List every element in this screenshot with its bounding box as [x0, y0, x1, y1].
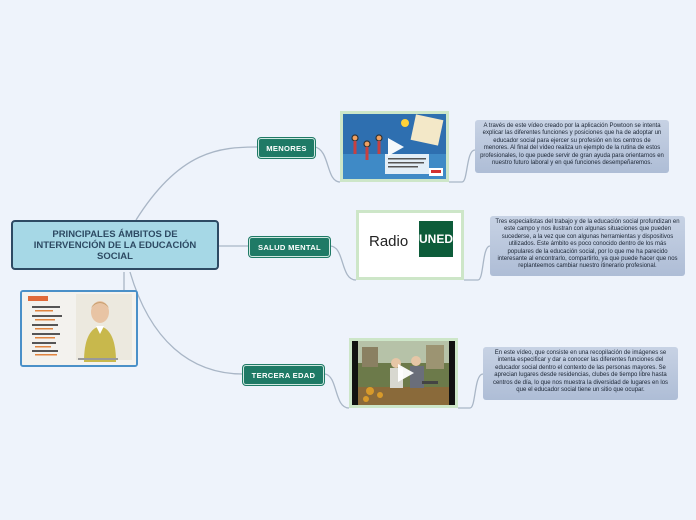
note-menores-text: A través de este vídeo creado por la apl… [480, 123, 664, 167]
connector-menores-video [314, 146, 341, 183]
branch-menores[interactable]: MENORES [258, 138, 315, 158]
connector-menores-note [449, 149, 476, 183]
uned-label: UNED [419, 232, 454, 246]
branch-salud-mental-label: SALUD MENTAL [258, 242, 321, 252]
video-salud-mental[interactable]: Radio UNED [356, 210, 464, 280]
branch-menores-label: MENORES [266, 143, 307, 153]
branch-tercera-edad[interactable]: TERCERA EDAD [243, 365, 324, 385]
note-salud-mental: Tres especialistas del trabajo y de la e… [490, 216, 685, 276]
note-menores: A través de este vídeo creado por la apl… [475, 120, 669, 173]
play-icon[interactable] [394, 362, 416, 384]
central-topic-title: PRINCIPALES ÁMBITOS DE INTERVENCIÓN DE L… [33, 228, 197, 262]
connector-tercera-edad [129, 271, 244, 375]
connector-menores [135, 146, 259, 221]
central-topic[interactable]: PRINCIPALES ÁMBITOS DE INTERVENCIÓN DE L… [11, 220, 219, 270]
uned-logo: UNED [419, 221, 453, 257]
branch-salud-mental[interactable]: SALUD MENTAL [249, 237, 330, 257]
connector-salud-video [329, 245, 357, 281]
connector-salud-note [464, 245, 491, 281]
radio-label: Radio [369, 233, 409, 250]
video-menores[interactable] [340, 111, 449, 182]
connector-tercera-video [324, 373, 350, 409]
note-salud-mental-text: Tres especialistas del trabajo y de la e… [495, 219, 680, 270]
connector-tercera-note [458, 373, 484, 409]
video-tercera-edad[interactable] [349, 338, 458, 408]
note-tercera-edad-text: En este vídeo, que consiste en una recop… [492, 350, 669, 394]
play-icon[interactable] [384, 136, 406, 158]
central-video-thumbnail[interactable] [20, 290, 138, 367]
branch-tercera-edad-label: TERCERA EDAD [251, 370, 316, 380]
note-tercera-edad: En este vídeo, que consiste en una recop… [483, 347, 678, 400]
presenter-video-image [22, 292, 136, 365]
